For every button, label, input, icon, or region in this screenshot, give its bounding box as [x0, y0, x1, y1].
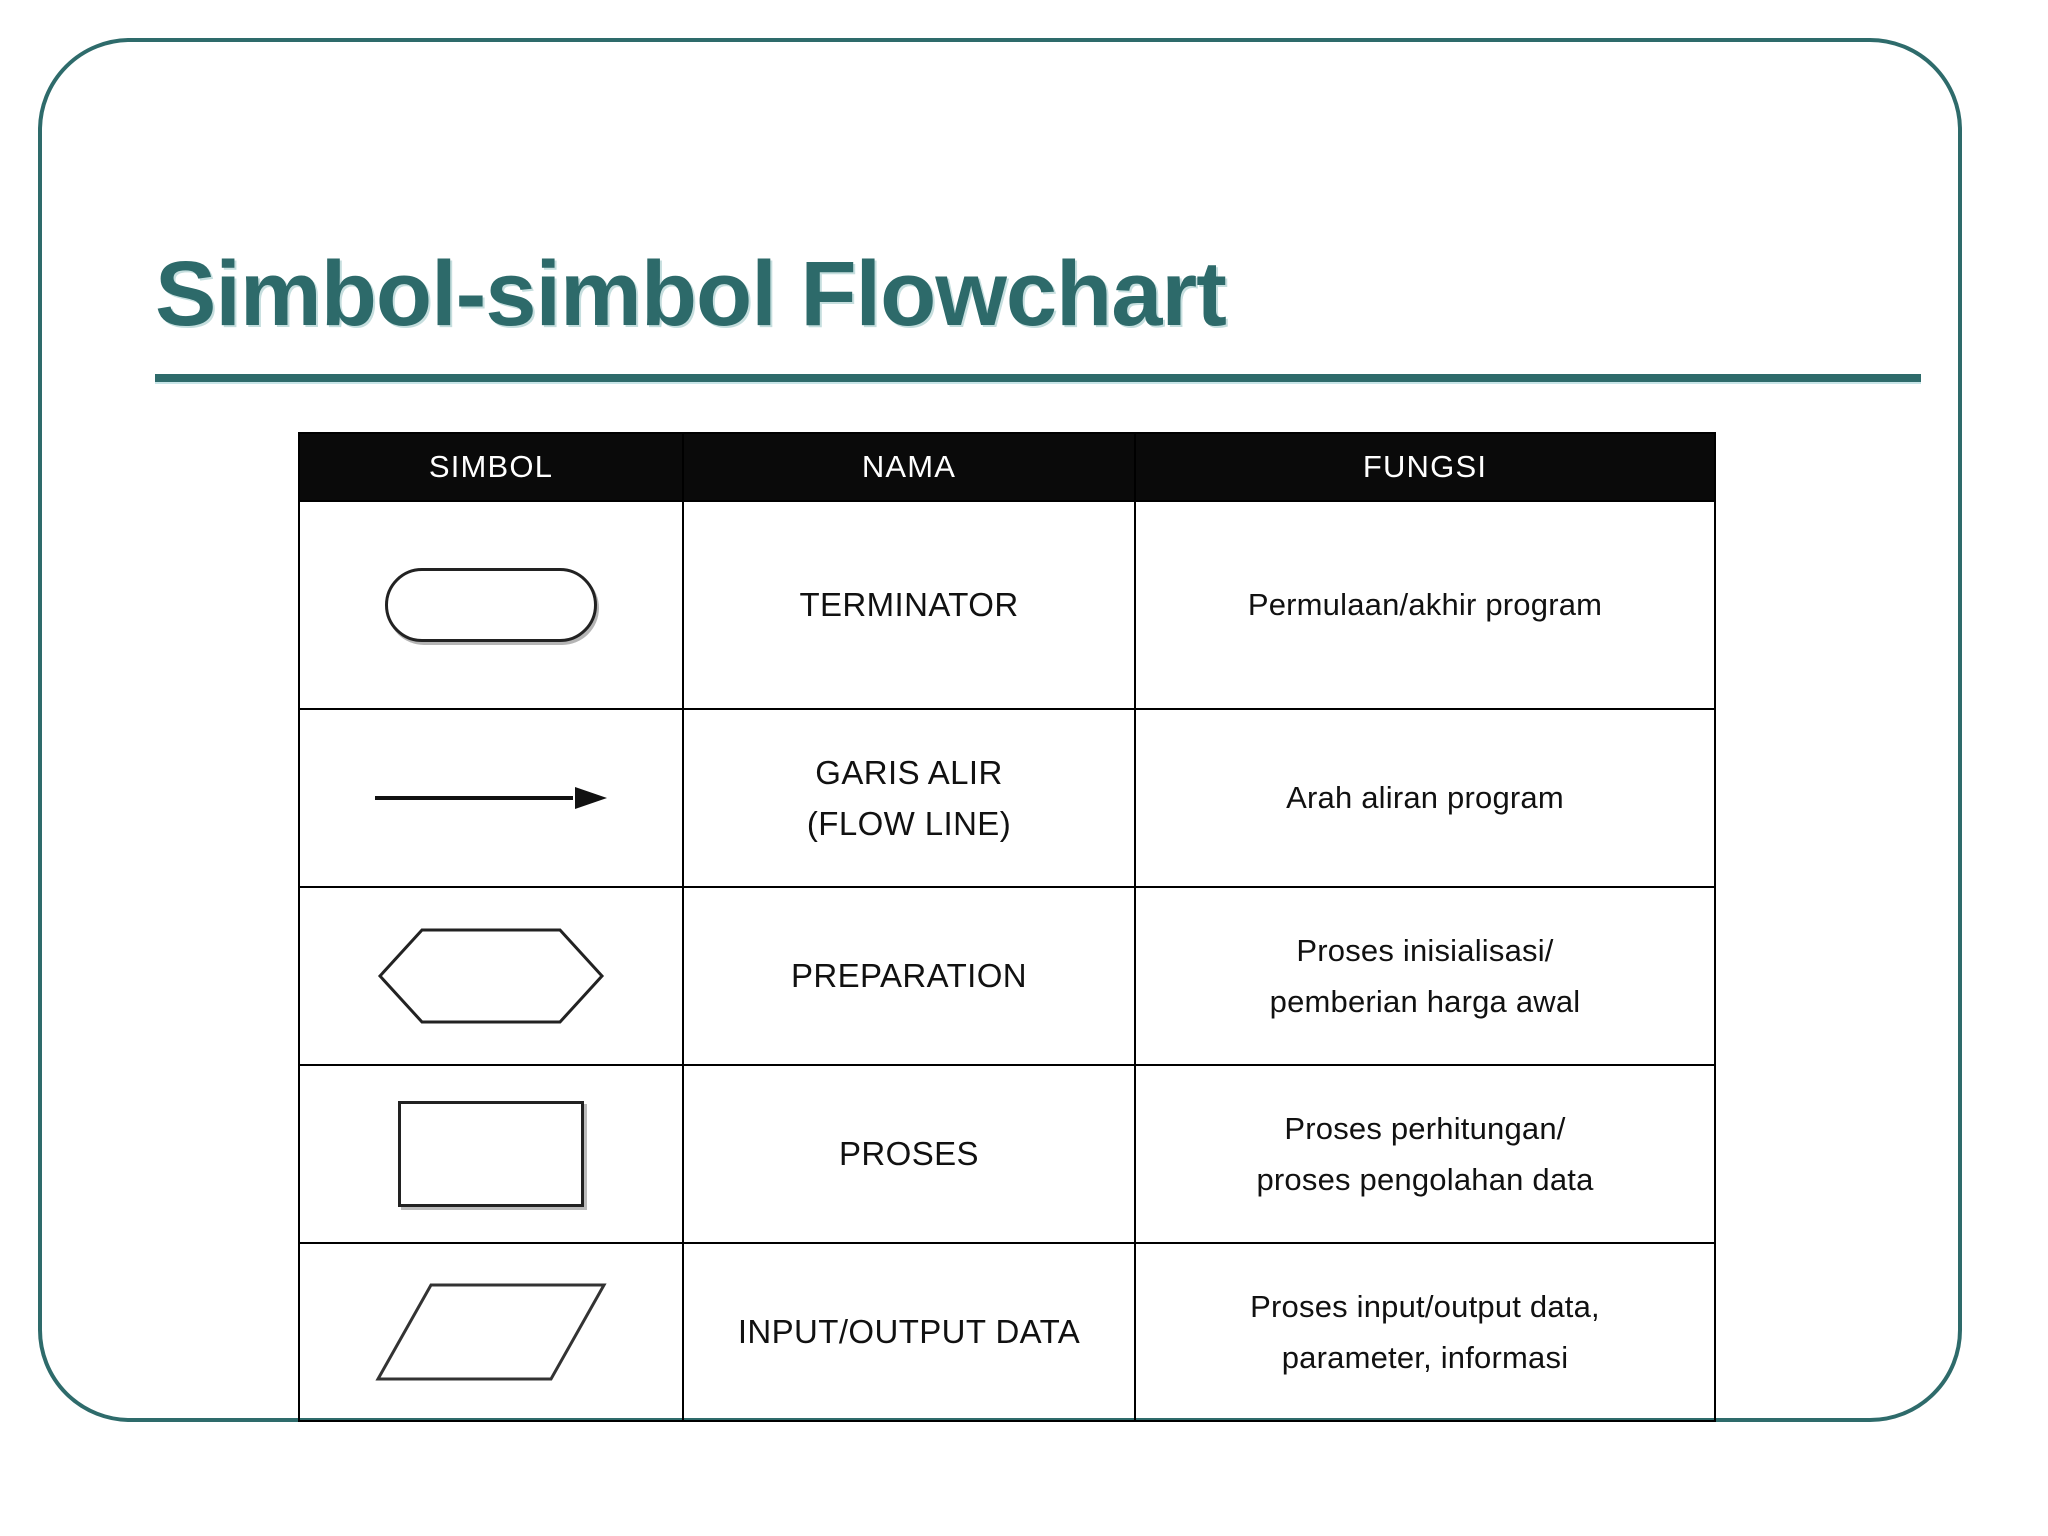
function-cell: Permulaan/akhir program — [1134, 500, 1716, 710]
function-line: Arah aliran program — [1286, 780, 1564, 816]
name-cell: PREPARATION — [682, 886, 1136, 1066]
name-cell: GARIS ALIR (FLOW LINE) — [682, 708, 1136, 888]
column-header-simbol: SIMBOL — [298, 432, 684, 502]
function-line: Proses perhitungan/ — [1284, 1110, 1566, 1146]
name-cell: TERMINATOR — [682, 500, 1136, 710]
table-body: TERMINATOR Permulaan/akhir program GARIS… — [298, 500, 1716, 1422]
name-line: TERMINATOR — [799, 586, 1019, 624]
symbol-cell — [298, 886, 684, 1066]
table-header: SIMBOL NAMA FUNGSI — [298, 432, 1716, 502]
name-line: PROSES — [839, 1135, 979, 1173]
table-row: PROSES Proses perhitungan/ proses pengol… — [298, 1064, 1716, 1244]
function-line: parameter, informasi — [1281, 1340, 1569, 1375]
function-cell: Proses input/output data, parameter, inf… — [1134, 1242, 1716, 1422]
name-line: INPUT/OUTPUT DATA — [737, 1313, 1081, 1351]
function-line: Proses input/output data, — [1250, 1288, 1600, 1324]
symbol-cell — [298, 708, 684, 888]
table-row: GARIS ALIR (FLOW LINE) Arah aliran progr… — [298, 708, 1716, 888]
table-row: PREPARATION Proses inisialisasi/ pemberi… — [298, 886, 1716, 1066]
preparation-hexagon-icon — [300, 924, 682, 1028]
symbol-cell — [298, 1242, 684, 1422]
function-cell: Arah aliran program — [1134, 708, 1716, 888]
table-row: INPUT/OUTPUT DATA Proses input/output da… — [298, 1242, 1716, 1422]
symbol-cell — [298, 500, 684, 710]
terminator-stadium-icon — [300, 568, 682, 642]
table-header-row: SIMBOL NAMA FUNGSI — [298, 432, 1716, 502]
function-line: Proses inisialisasi/ — [1296, 932, 1554, 968]
column-header-nama: NAMA — [682, 432, 1136, 502]
process-rectangle-icon — [300, 1101, 682, 1207]
name-cell: PROSES — [682, 1064, 1136, 1244]
function-line: Permulaan/akhir program — [1247, 587, 1603, 623]
table-row: TERMINATOR Permulaan/akhir program — [298, 500, 1716, 710]
title-block: Simbol-simbol Flowchart — [155, 243, 1925, 345]
name-cell: INPUT/OUTPUT DATA — [682, 1242, 1136, 1422]
function-cell: Proses perhitungan/ proses pengolahan da… — [1134, 1064, 1716, 1244]
name-line: GARIS ALIR — [815, 753, 1003, 791]
input-output-parallelogram-icon — [300, 1280, 682, 1384]
name-line: PREPARATION — [790, 957, 1028, 995]
function-line: pemberian harga awal — [1269, 984, 1581, 1019]
function-line: proses pengolahan data — [1256, 1162, 1594, 1197]
function-cell: Proses inisialisasi/ pemberian harga awa… — [1134, 886, 1716, 1066]
symbol-cell — [298, 1064, 684, 1244]
flowchart-symbol-table: SIMBOL NAMA FUNGSI TERMINATOR Permulaan/… — [298, 432, 1716, 1422]
title-underline-rule — [155, 374, 1921, 382]
name-line: (FLOW LINE) — [806, 805, 1012, 842]
flow-line-arrow-icon — [300, 785, 682, 811]
page-title: Simbol-simbol Flowchart — [155, 243, 1227, 345]
column-header-fungsi: FUNGSI — [1134, 432, 1716, 502]
